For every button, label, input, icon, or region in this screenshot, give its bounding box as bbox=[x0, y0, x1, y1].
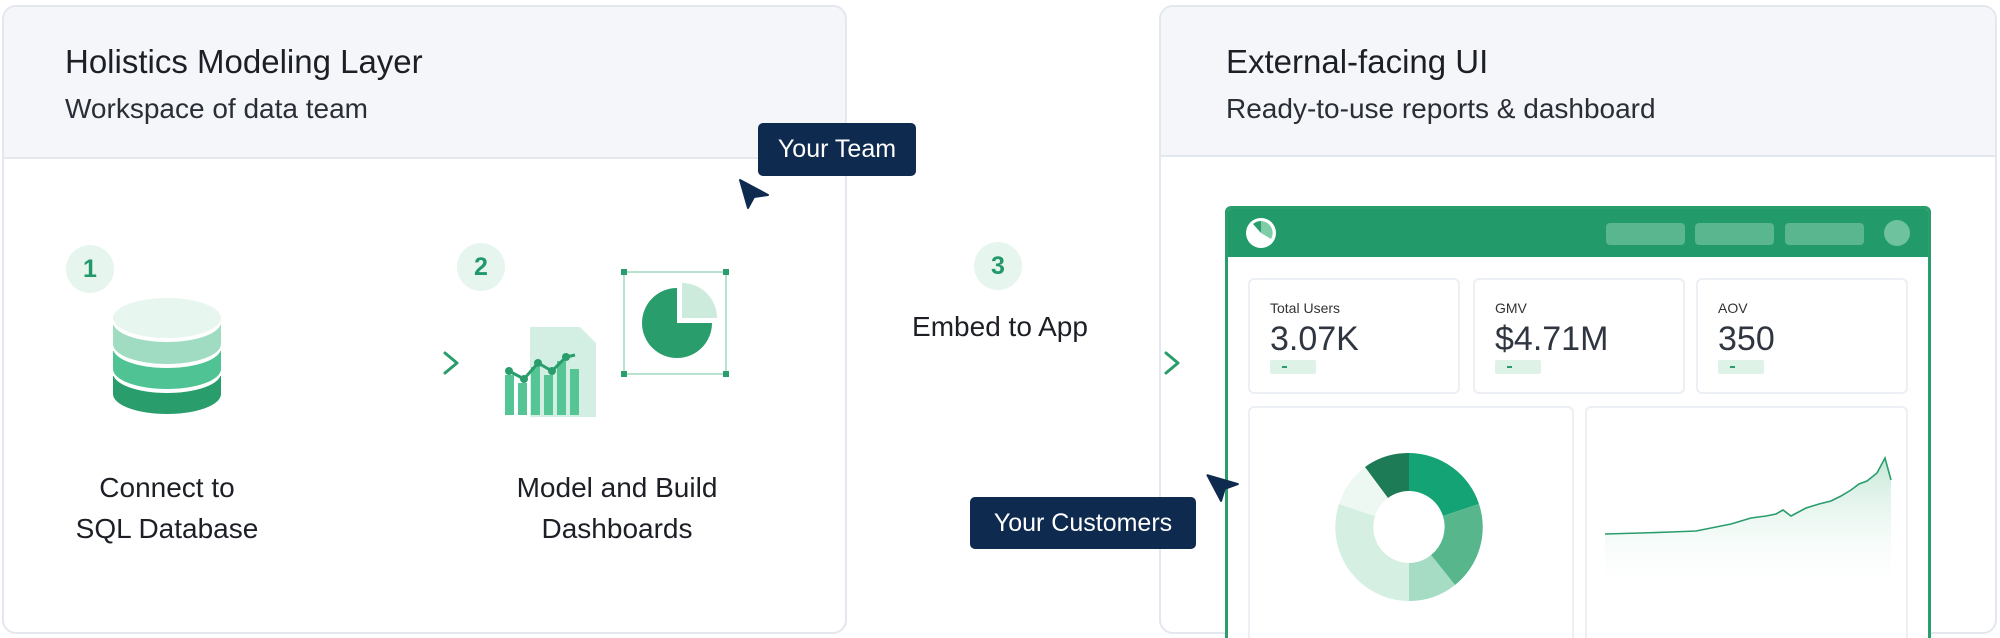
step-3-label: Embed to App bbox=[912, 311, 1088, 342]
step-1-badge: 1 bbox=[66, 245, 114, 293]
topbar-button-1[interactable] bbox=[1606, 223, 1685, 245]
donut-slice bbox=[1409, 555, 1455, 601]
topbar-button-3[interactable] bbox=[1785, 223, 1864, 245]
dashboard-logo-icon bbox=[1246, 218, 1276, 248]
donut-slice bbox=[1339, 467, 1388, 516]
your-customers-callout: Your Customers bbox=[970, 497, 1196, 549]
kpi-label: GMV bbox=[1495, 300, 1527, 316]
kpi-trend-pill bbox=[1270, 360, 1316, 374]
modeling-layer-subtitle: Workspace of data team bbox=[65, 93, 368, 124]
arrow-embed-to-app bbox=[799, 351, 1180, 375]
kpi-card-gmv: GMV $4.71M bbox=[1473, 278, 1685, 394]
kpi-value: 350 bbox=[1718, 320, 1775, 358]
donut-slice bbox=[1431, 504, 1483, 585]
area-line-chart bbox=[1604, 455, 1892, 596]
topbar-button-2[interactable] bbox=[1695, 223, 1774, 245]
step-2-badge: 2 bbox=[457, 243, 505, 291]
customers-cursor-icon bbox=[1206, 474, 1239, 502]
donut-slice bbox=[1365, 452, 1409, 498]
kpi-card-aov: AOV 350 bbox=[1696, 278, 1908, 394]
donut-slice bbox=[1409, 453, 1479, 516]
external-ui-subtitle: Ready-to-use reports & dashboard bbox=[1226, 93, 1656, 124]
your-team-callout: Your Team bbox=[758, 123, 916, 176]
modeling-layer-title: Holistics Modeling Layer bbox=[65, 43, 423, 80]
step-1-label: Connect to SQL Database bbox=[47, 467, 287, 549]
step-1-label-line2: SQL Database bbox=[75, 513, 259, 544]
dashboard-build-icon bbox=[505, 269, 729, 417]
step-2-label-line1: Model and Build bbox=[516, 472, 718, 503]
team-cursor-icon bbox=[739, 179, 769, 209]
kpi-label: AOV bbox=[1718, 300, 1748, 316]
step-1-label-line1: Connect to bbox=[99, 472, 235, 503]
topbar-avatar[interactable] bbox=[1884, 220, 1910, 246]
donut-slice bbox=[1335, 504, 1409, 601]
donut-chart bbox=[1335, 452, 1483, 601]
external-ui-header bbox=[1161, 7, 1995, 157]
arrow-connect-to-model bbox=[269, 351, 459, 375]
kpi-card-total-users: Total Users 3.07K bbox=[1248, 278, 1460, 394]
database-icon bbox=[113, 298, 221, 414]
kpi-trend-pill bbox=[1495, 360, 1541, 374]
dashboard-mockup: Total Users 3.07K GMV $4.71M AOV 350 bbox=[1225, 206, 1931, 638]
step-2-label: Model and Build Dashboards bbox=[497, 467, 737, 549]
donut-chart-card bbox=[1248, 406, 1574, 638]
kpi-trend-pill bbox=[1718, 360, 1764, 374]
kpi-value: $4.71M bbox=[1495, 320, 1609, 358]
line-chart-card bbox=[1585, 406, 1908, 638]
kpi-label: Total Users bbox=[1270, 300, 1341, 316]
modeling-layer-header bbox=[4, 7, 845, 159]
kpi-value: 3.07K bbox=[1270, 320, 1359, 358]
external-ui-title: External-facing UI bbox=[1226, 43, 1489, 80]
step-3-badge: 3 bbox=[974, 242, 1022, 290]
step-2-label-line2: Dashboards bbox=[541, 513, 693, 544]
